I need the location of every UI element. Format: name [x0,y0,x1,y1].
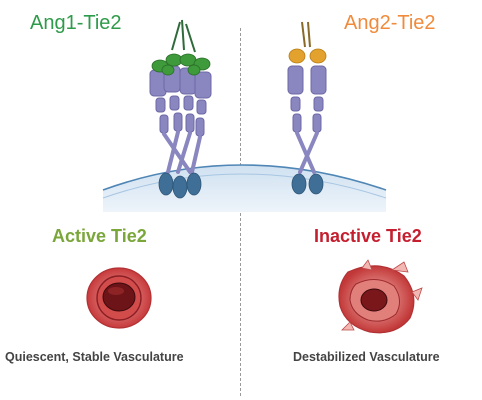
destabilized-vasculature-caption: Destabilized Vasculature [293,350,440,364]
stable-vasculature-caption: Quiescent, Stable Vasculature [5,350,184,364]
cell-membrane [102,164,387,212]
ang1-tie2-receptor-complex [149,19,212,199]
active-tie2-label: Active Tie2 [52,226,147,246]
inactive-tie2-label: Inactive Tie2 [314,226,422,246]
ang2-tie2-header: Ang2-Tie2 [344,12,436,34]
ang2-tie2-panel: Ang2-Tie2 Inactive Tie2 Destabilized Vas… [241,0,482,400]
ang2-tie2-receptor-complex [287,21,327,195]
ang1-tie2-panel: Ang1-Tie2 Active Tie2 Quiescent, Stable … [5,12,184,364]
ang1-tie2-header: Ang1-Tie2 [30,12,122,34]
destabilized-vessel-cross-section [338,259,423,334]
stable-vessel-cross-section [86,267,152,329]
